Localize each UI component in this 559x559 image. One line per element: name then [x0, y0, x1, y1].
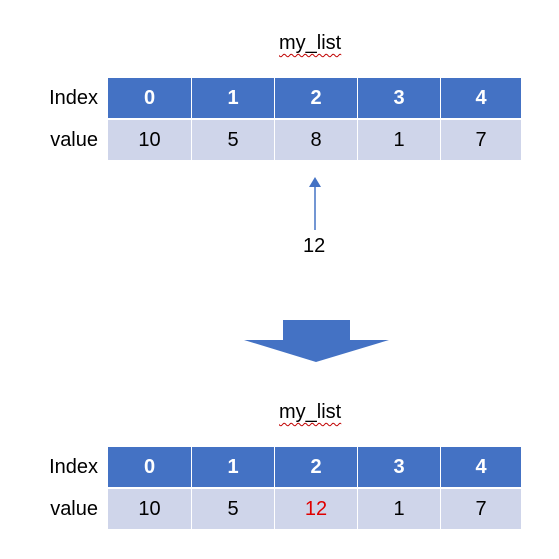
- top-value-cell-0: 10: [108, 120, 191, 160]
- top-index-cell-0: 0: [108, 78, 191, 118]
- bottom-list-title: my_list: [279, 401, 342, 423]
- down-arrow-icon: [244, 320, 389, 362]
- insert-arrow-icon: [309, 177, 321, 230]
- top-index-cell-3: 3: [358, 78, 440, 118]
- bottom-index-label: Index: [49, 456, 98, 478]
- bottom-index-cell-1: 1: [192, 447, 274, 487]
- insert-value-label: 12: [303, 235, 326, 257]
- bottom-index-cell-2: 2: [275, 447, 357, 487]
- top-value-label: value: [50, 129, 98, 151]
- bottom-value-cell-0: 10: [108, 489, 191, 529]
- bottom-value-cell-3: 1: [358, 489, 440, 529]
- top-index-label: Index: [49, 87, 98, 109]
- top-list-title: my_list: [279, 32, 342, 54]
- bottom-index-cell-4: 4: [441, 447, 521, 487]
- top-value-cell-4: 7: [441, 120, 521, 160]
- top-index-cell-1: 1: [192, 78, 274, 118]
- top-value-cell-3: 1: [358, 120, 440, 160]
- top-index-cell-4: 4: [441, 78, 521, 118]
- top-value-cell-2: 8: [275, 120, 357, 160]
- top-value-cell-1: 5: [192, 120, 274, 160]
- top-index-cell-2: 2: [275, 78, 357, 118]
- bottom-value-cell-1: 5: [192, 489, 274, 529]
- bottom-value-cell-4: 7: [441, 489, 521, 529]
- bottom-index-cell-3: 3: [358, 447, 440, 487]
- bottom-value-label: value: [50, 498, 98, 520]
- bottom-value-cell-2-updated: 12: [275, 489, 357, 529]
- bottom-index-cell-0: 0: [108, 447, 191, 487]
